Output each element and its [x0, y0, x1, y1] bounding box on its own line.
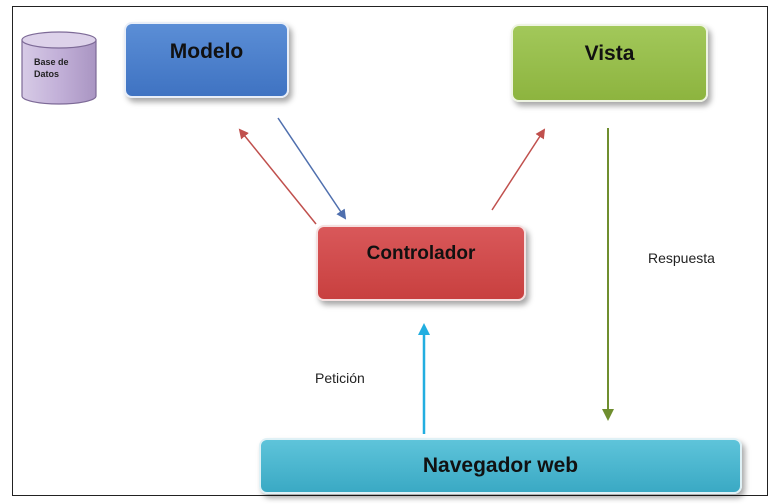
arrow-controller-to-view [491, 128, 546, 211]
request-label: Petición [315, 370, 365, 386]
model-label: Modelo [169, 40, 244, 63]
view-node: Vista [511, 24, 708, 102]
model-node: Modelo [124, 22, 289, 98]
view-label: Vista [584, 42, 635, 65]
controller-node: Controlador [316, 225, 526, 301]
arrow-controller-to-model [238, 128, 317, 225]
database-icon [21, 31, 97, 105]
controller-label: Controlador [366, 243, 476, 264]
response-label: Respuesta [648, 250, 715, 266]
database-label: Base de Datos [34, 57, 69, 79]
browser-label: Navegador web [422, 454, 579, 477]
browser-node: Navegador web [259, 438, 742, 494]
arrow-model-to-controller [277, 117, 347, 220]
